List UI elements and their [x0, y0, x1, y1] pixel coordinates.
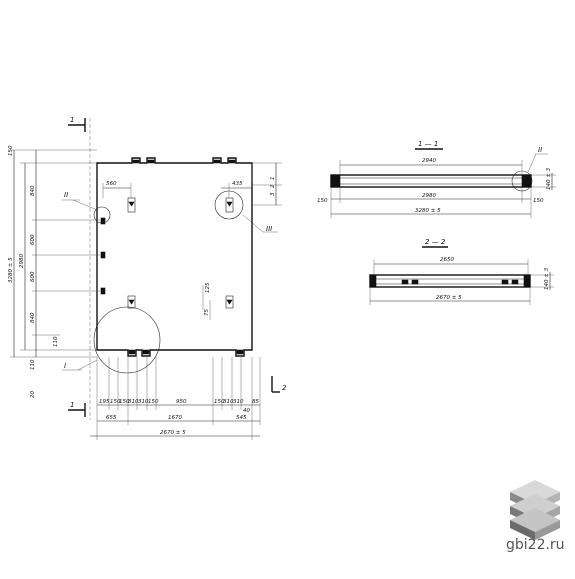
plan-view — [10, 118, 282, 440]
node-label-I: I — [64, 362, 66, 370]
dim-left-600-bottom: 600 — [30, 271, 36, 282]
section-1-title: 1 — 1 — [418, 140, 438, 148]
lifting-loop — [127, 295, 136, 309]
dim-right-1: 1 — [270, 177, 276, 181]
dim-top-560: 560 — [106, 181, 117, 187]
dim-left-840-top: 840 — [30, 185, 36, 196]
dim-bottom-150d: 150 — [214, 399, 225, 405]
dim-bottom-545: 545 — [236, 415, 247, 421]
section-mark-bottom: 1 — [70, 401, 74, 409]
section-mark-right: 2 — [282, 384, 287, 392]
section-1-bottom-dim: 2980 — [422, 193, 436, 199]
dim-bottom-150c: 150 — [148, 399, 159, 405]
dim-bottom-85: 85 — [252, 399, 259, 405]
dim-left-overall: 3280 ± 5 — [8, 257, 14, 283]
dim-bottom-310c: 310 — [223, 399, 234, 405]
section-2-overall: 2670 ± 5 — [436, 295, 462, 301]
node-circle-I — [93, 306, 161, 374]
dim-right-2: 2 — [270, 184, 276, 188]
section-1-right-dim: 150 — [533, 198, 544, 204]
section-1-height: 140 ± 3 — [546, 167, 552, 190]
dim-left-20: 20 — [30, 391, 36, 398]
dim-right-3: 3 — [270, 192, 276, 196]
dim-bottom-310b: 310 — [138, 399, 149, 405]
section-2-title: 2 — 2 — [425, 238, 446, 246]
section-2-2 — [369, 246, 554, 305]
section-2-top-dim: 2650 — [440, 257, 454, 263]
dim-bottom-195: 195 — [99, 399, 110, 405]
node-label-II: II — [64, 191, 68, 199]
section-1-left-dim: 150 — [317, 198, 328, 204]
section-1-top-dim: 2940 — [422, 158, 436, 164]
node-label-III: III — [266, 225, 272, 233]
section-mark-top: 1 — [70, 116, 74, 124]
dim-bottom-310a: 310 — [128, 399, 139, 405]
section-1-1 — [330, 148, 556, 218]
lifting-loop — [127, 197, 136, 213]
dim-bottom-655: 655 — [106, 415, 117, 421]
section-2-height: 140 ± 3 — [544, 267, 550, 290]
dim-inner-75: 75 — [204, 309, 210, 316]
dim-left-150: 150 — [8, 145, 14, 156]
dim-left-600-top: 600 — [30, 234, 36, 245]
dim-bottom-150a: 150 — [110, 399, 121, 405]
dim-left-110: 110 — [30, 359, 36, 370]
dim-overall-width: 2670 ± 5 — [160, 430, 186, 436]
dim-bottom-150b: 150 — [119, 399, 130, 405]
dim-left-110-inner: 110 — [53, 336, 59, 347]
watermark-text: gbi22.ru — [506, 537, 565, 553]
dim-left-840-bottom: 840 — [30, 312, 36, 323]
dim-bottom-950: 950 — [176, 399, 187, 405]
dim-left-2980: 2980 — [19, 254, 25, 268]
lifting-loop — [225, 295, 234, 309]
dim-bottom-310d: 310 — [233, 399, 244, 405]
node-circle-II-left — [93, 206, 111, 224]
dim-inner-125: 125 — [205, 282, 211, 293]
dim-bottom-40: 40 — [243, 408, 250, 414]
section-1-overall: 3280 ± 5 — [415, 208, 441, 214]
stacked-slabs-icon — [510, 480, 560, 540]
section-1-node: II — [538, 146, 542, 154]
lifting-loop — [225, 197, 234, 213]
dim-bottom-1670: 1670 — [168, 415, 182, 421]
dim-top-435: 435 — [232, 181, 243, 187]
